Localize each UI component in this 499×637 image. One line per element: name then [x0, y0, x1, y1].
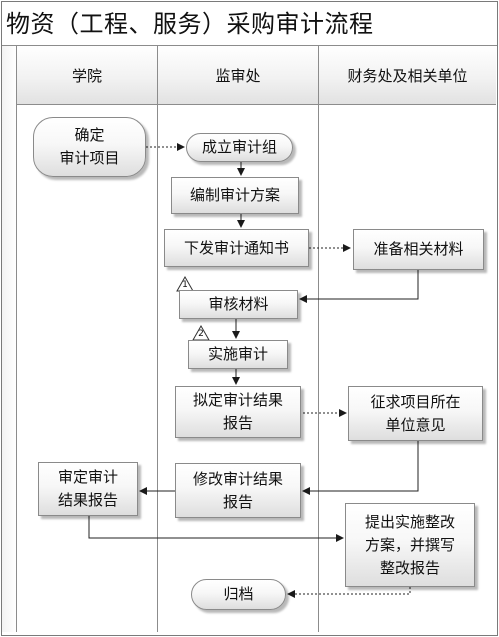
node-review-materials: 审核材料: [179, 290, 298, 319]
node-draft-audit-report-label: 拟定审计结果 报告: [192, 391, 283, 432]
lane-label-finance: 财务处及相关单位: [347, 66, 468, 85]
marker-2-number-wrap: 2: [192, 325, 210, 341]
lane-label-audit-office: 监审处: [215, 66, 261, 85]
connector-opinion-to-revise: [302, 441, 419, 495]
node-approve-audit-report-label: 审定审计 结果报告: [57, 468, 118, 509]
node-archive: 归档: [191, 579, 286, 610]
connector-prepare-to-review: [299, 270, 419, 303]
node-form-audit-group: 成立审计组: [186, 133, 293, 162]
node-review-materials-label: 审核材料: [208, 295, 269, 313]
title-divider: [2, 45, 497, 46]
lane-divider-2: [318, 46, 319, 632]
node-rectification-plan-label: 提出实施整改 方案，并撰写 整改报告: [364, 512, 455, 577]
node-prepare-materials-label: 准备相关材料: [373, 240, 464, 258]
node-archive-label: 归档: [223, 585, 254, 603]
node-revise-audit-report-label: 修改审计结果 报告: [192, 469, 283, 511]
node-issue-audit-notice: 下发审计通知书: [164, 229, 309, 267]
pool-side-strip: [2, 46, 17, 632]
node-solicit-opinion-label: 征求项目所在 单位意见: [370, 392, 461, 434]
node-issue-audit-notice-label: 下发审计通知书: [183, 238, 289, 257]
node-solicit-opinion: 征求项目所在 单位意见: [348, 386, 483, 441]
marker-1-number: 1: [182, 280, 188, 290]
lane-header-college: 学院: [17, 46, 157, 105]
node-prepare-materials: 准备相关材料: [353, 229, 484, 270]
node-make-audit-plan-label: 编制审计方案: [189, 186, 280, 204]
connector-rectify-to-archive: [287, 587, 411, 598]
lane-label-college: 学院: [71, 66, 102, 85]
node-form-audit-group-label: 成立审计组: [201, 138, 277, 156]
node-conduct-audit-label: 实施审计: [207, 345, 268, 363]
node-rectification-plan: 提出实施整改 方案，并撰写 整改报告: [345, 503, 475, 587]
marker-1-number-wrap: 1: [176, 276, 194, 292]
lane-header-finance: 财务处及相关单位: [319, 46, 496, 105]
lane-header-audit-office: 监审处: [158, 46, 318, 105]
node-make-audit-plan: 编制审计方案: [171, 177, 299, 214]
node-draft-audit-report: 拟定审计结果 报告: [175, 386, 301, 438]
connector-approve-to-rectify: [88, 516, 344, 542]
node-conduct-audit: 实施审计: [188, 340, 288, 369]
node-confirm-project-label: 确定 审计项目: [59, 126, 120, 167]
page-title: 物资（工程、服务）采购审计流程: [6, 10, 374, 38]
node-approve-audit-report: 审定审计 结果报告: [38, 462, 138, 516]
node-confirm-project: 确定 审计项目: [33, 117, 146, 177]
node-revise-audit-report: 修改审计结果 报告: [175, 463, 301, 518]
marker-2-number: 2: [198, 329, 204, 339]
lane-divider-1: [157, 46, 158, 632]
